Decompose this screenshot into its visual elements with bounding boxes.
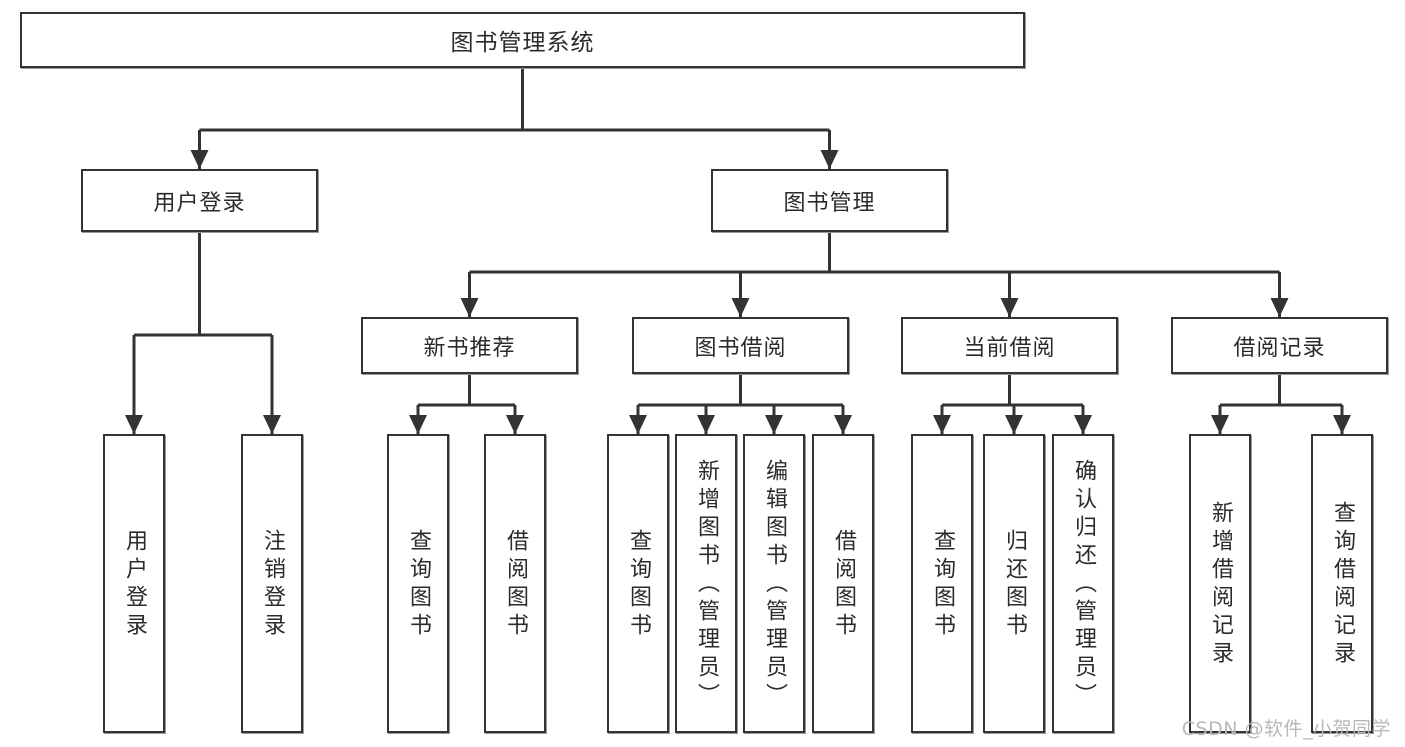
leaf-borrow-book[interactable]: 借阅图书 bbox=[812, 434, 874, 733]
leaf-edit-book-admin-label: 编辑图书（管理员） bbox=[762, 458, 787, 711]
leaf-query-book-current-label: 查询图书 bbox=[930, 528, 955, 641]
leaf-add-borrow-record-label: 新增借阅记录 bbox=[1208, 500, 1233, 669]
leaf-query-borrow-record[interactable]: 查询借阅记录 bbox=[1311, 434, 1373, 733]
leaf-user-login-label: 用户登录 bbox=[122, 528, 147, 641]
leaf-confirm-return-admin-label: 确认归还（管理员） bbox=[1071, 458, 1096, 711]
node-user-login-label: 用户登录 bbox=[153, 190, 246, 216]
leaf-query-book-recommend[interactable]: 查询图书 bbox=[387, 434, 449, 733]
node-book-management[interactable]: 图书管理 bbox=[711, 169, 948, 232]
leaf-user-login[interactable]: 用户登录 bbox=[103, 434, 165, 733]
leaf-query-borrow-record-label: 查询借阅记录 bbox=[1330, 500, 1355, 669]
node-book-management-label: 图书管理 bbox=[783, 190, 876, 216]
leaf-query-book-recommend-label: 查询图书 bbox=[406, 528, 431, 641]
leaf-logout[interactable]: 注销登录 bbox=[241, 434, 303, 733]
node-borrow-record-label: 借阅记录 bbox=[1233, 335, 1326, 361]
leaf-query-book[interactable]: 查询图书 bbox=[607, 434, 669, 733]
node-borrow-record[interactable]: 借阅记录 bbox=[1171, 317, 1388, 374]
node-root[interactable]: 图书管理系统 bbox=[20, 12, 1025, 68]
node-book-borrow-label: 图书借阅 bbox=[694, 335, 787, 361]
leaf-return-book[interactable]: 归还图书 bbox=[983, 434, 1045, 733]
leaf-borrow-book-recommend[interactable]: 借阅图书 bbox=[484, 434, 546, 733]
leaf-add-book-admin[interactable]: 新增图书（管理员） bbox=[675, 434, 737, 733]
leaf-confirm-return-admin[interactable]: 确认归还（管理员） bbox=[1052, 434, 1114, 733]
leaf-return-book-label: 归还图书 bbox=[1002, 528, 1027, 641]
node-user-login[interactable]: 用户登录 bbox=[81, 169, 318, 232]
leaf-edit-book-admin[interactable]: 编辑图书（管理员） bbox=[743, 434, 805, 733]
leaf-query-book-current[interactable]: 查询图书 bbox=[911, 434, 973, 733]
node-new-book-recommend[interactable]: 新书推荐 bbox=[361, 317, 578, 374]
leaf-add-book-admin-label: 新增图书（管理员） bbox=[694, 458, 719, 711]
leaf-borrow-book-label: 借阅图书 bbox=[831, 528, 856, 641]
leaf-logout-label: 注销登录 bbox=[260, 528, 285, 641]
node-new-book-recommend-label: 新书推荐 bbox=[423, 335, 516, 361]
node-current-borrow-label: 当前借阅 bbox=[963, 335, 1056, 361]
node-root-label: 图书管理系统 bbox=[450, 30, 595, 56]
node-book-borrow[interactable]: 图书借阅 bbox=[632, 317, 849, 374]
node-current-borrow[interactable]: 当前借阅 bbox=[901, 317, 1118, 374]
leaf-borrow-book-recommend-label: 借阅图书 bbox=[503, 528, 528, 641]
leaf-add-borrow-record[interactable]: 新增借阅记录 bbox=[1189, 434, 1251, 733]
leaf-query-book-label: 查询图书 bbox=[626, 528, 651, 641]
